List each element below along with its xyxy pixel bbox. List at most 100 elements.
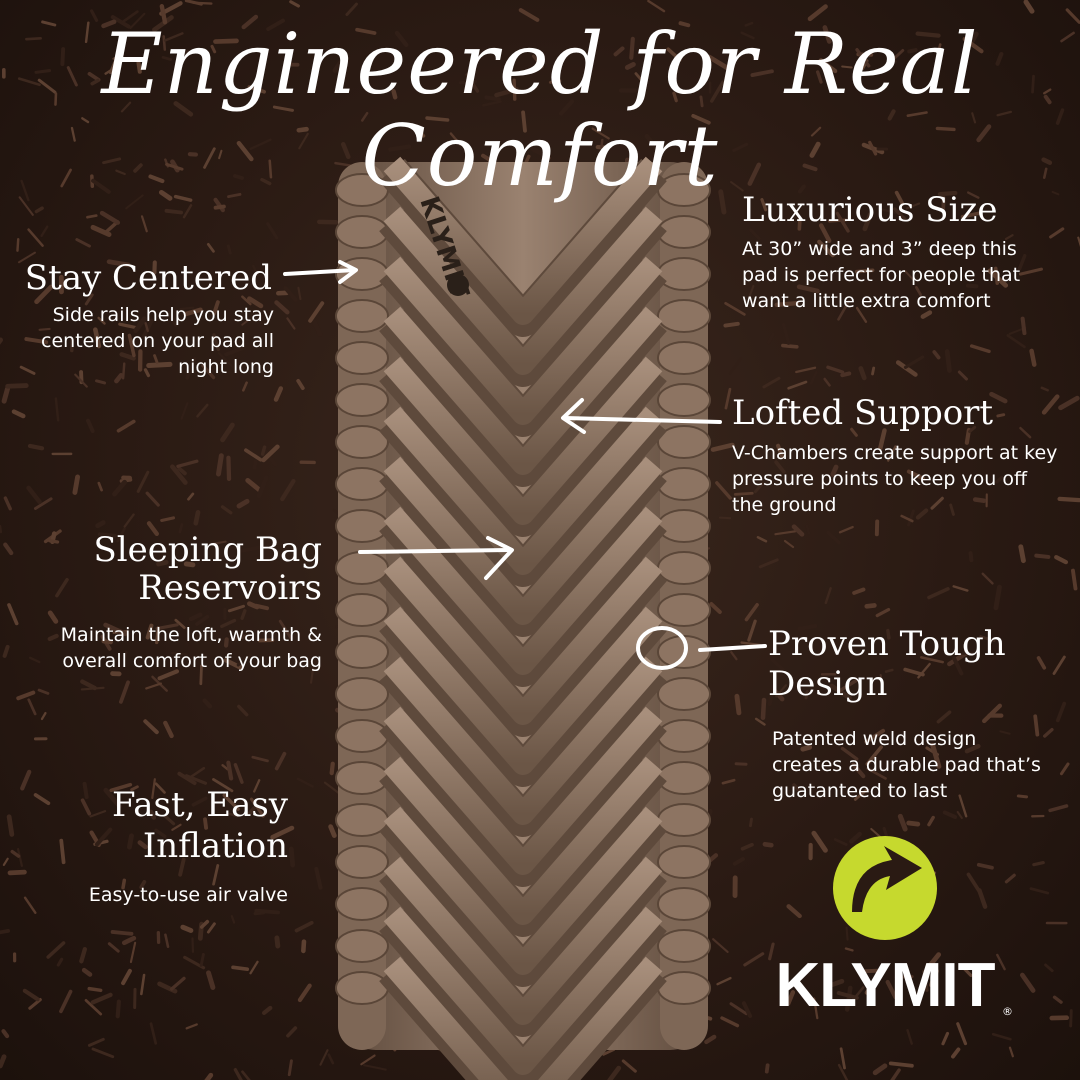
mulch-chip: [163, 814, 176, 826]
mulch-chip: [327, 1053, 335, 1065]
mulch-chip: [278, 619, 293, 641]
mulch-chip: [947, 651, 969, 667]
mulch-chip: [121, 968, 132, 986]
mulch-chip: [762, 376, 781, 389]
mulch-chip: [1004, 873, 1016, 884]
mulch-chip: [758, 558, 779, 569]
mulch-chip: [971, 112, 977, 124]
mulch-chip: [767, 683, 776, 707]
mulch-chip: [213, 38, 239, 44]
mulch-chip: [251, 755, 269, 763]
luxurious-size-heading: Luxurious Size: [742, 190, 998, 230]
mulch-chip: [10, 849, 21, 858]
mulch-chip: [16, 690, 36, 701]
mulch-chip: [90, 992, 113, 1005]
mulch-chip: [906, 1028, 913, 1045]
mulch-chip: [718, 516, 732, 520]
mulch-chip: [932, 350, 941, 360]
mulch-chip: [26, 485, 42, 505]
mulch-chip: [1044, 963, 1054, 973]
mulch-chip: [171, 823, 182, 831]
mulch-chip: [226, 760, 234, 781]
mulch-chip: [927, 815, 935, 827]
mulch-chip: [18, 196, 34, 216]
mulch-chip: [203, 147, 216, 169]
klymit-logo-icon: [833, 836, 937, 940]
mulch-chip: [121, 362, 126, 380]
mulch-chip: [1008, 1046, 1014, 1058]
mulch-chip: [72, 474, 81, 495]
mulch-chip: [521, 110, 527, 133]
mulch-chip: [928, 968, 939, 988]
mulch-chip: [951, 1047, 961, 1059]
mulch-chip: [60, 168, 72, 188]
mulch-chip: [602, 1048, 616, 1056]
mulch-chip: [794, 399, 800, 414]
rail-bump: [335, 677, 389, 711]
mulch-chip: [760, 697, 767, 721]
mulch-chip: [1016, 794, 1029, 799]
mulch-chip: [1041, 157, 1053, 166]
mulch-chip: [149, 1022, 158, 1045]
rail-bump: [657, 971, 711, 1005]
mulch-chip: [905, 202, 921, 210]
mulch-chip: [1, 386, 11, 404]
mulch-chip: [202, 698, 213, 709]
mulch-chip: [768, 942, 775, 961]
mulch-chip: [781, 343, 799, 349]
mulch-chip: [208, 540, 227, 546]
rail-bump: [335, 887, 389, 921]
mulch-chip: [995, 475, 1004, 484]
mulch-chip: [115, 999, 121, 1019]
rail-bump: [335, 299, 389, 333]
mulch-chip: [740, 842, 754, 851]
rail-bump: [657, 425, 711, 459]
mulch-chip: [591, 127, 610, 140]
rail-bump: [335, 383, 389, 417]
mulch-chip: [60, 47, 66, 67]
page-title: Engineered for Real Comfort: [101, 15, 979, 206]
mulch-chip: [227, 604, 246, 613]
mulch-chip: [833, 838, 848, 846]
mulch-chip: [930, 496, 944, 510]
mulch-chip: [817, 239, 835, 258]
mulch-chip: [1051, 190, 1060, 196]
mulch-chip: [734, 693, 742, 716]
mulch-chip: [3, 542, 14, 556]
mulch-chip: [884, 668, 894, 673]
mulch-chip: [37, 78, 57, 94]
mulch-chip: [976, 862, 994, 870]
mulch-chip: [1059, 762, 1070, 776]
mulch-chip: [226, 455, 232, 482]
mulch-chip: [712, 938, 729, 953]
mulch-chip: [922, 969, 929, 992]
mulch-chip: [875, 607, 891, 618]
mulch-chip: [89, 9, 99, 22]
mulch-chip: [188, 612, 203, 622]
mulch-chip: [868, 140, 878, 156]
mulch-chip: [809, 141, 821, 158]
mulch-chip: [260, 177, 272, 186]
rail-bumps: [335, 173, 711, 1005]
mulch-chip: [173, 194, 193, 202]
mulch-chip: [85, 418, 95, 433]
v-chamber: [383, 406, 663, 575]
lofted-support-arrow: [563, 416, 722, 424]
mulch-chip: [37, 688, 50, 695]
mulch-chip: [915, 31, 941, 38]
mulch-chip: [7, 869, 27, 876]
rail-bump: [335, 971, 389, 1005]
mulch-chip: [724, 387, 732, 410]
mulch-chip: [1031, 74, 1035, 94]
mulch-chip: [747, 619, 757, 642]
mulch-chip: [123, 513, 135, 528]
rail-bump: [657, 929, 711, 963]
v-chambers: [379, 156, 667, 1080]
mulch-chip: [297, 286, 302, 301]
mulch-chip: [74, 373, 88, 388]
v-chamber: [383, 806, 663, 975]
stay-centered-arrow: [283, 268, 357, 276]
mulch-chip: [188, 766, 206, 779]
mulch-chip: [1019, 426, 1032, 439]
mulch-chip: [274, 751, 287, 771]
